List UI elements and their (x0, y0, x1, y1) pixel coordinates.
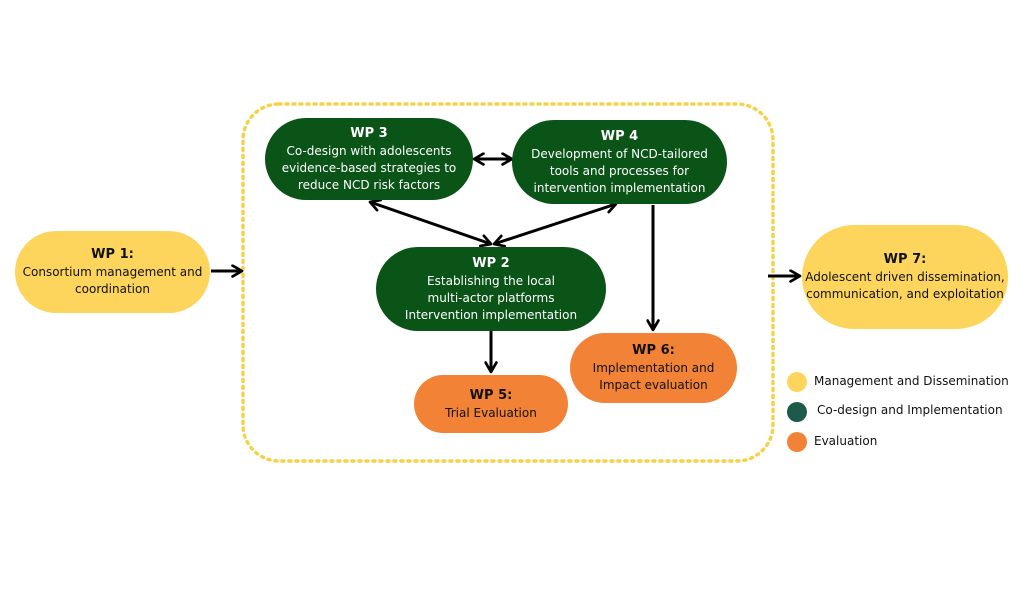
wp2-title: WP 2 (472, 255, 510, 271)
wp1-title: WP 1: (91, 247, 134, 262)
legend-dot-evaluation (787, 432, 807, 452)
legend-dot-management (787, 372, 807, 392)
legend-label-codesign: Co-design and Implementation (817, 403, 1003, 417)
wp5-title: WP 5: (469, 387, 513, 403)
wp5-node: WP 5: Trial Evaluation (414, 375, 568, 433)
wp4-description: Development of NCD-tailored tools and pr… (531, 146, 708, 195)
wp6-description: Implementation and Impact evaluation (592, 361, 715, 392)
wp2-description: Establishing the local multi-actor platf… (404, 273, 578, 322)
legend-dot-codesign (787, 402, 807, 422)
wp2-node: WP 2 Establishing the local multi-actor … (376, 247, 606, 331)
wp4-title: WP 4 (600, 128, 639, 144)
wp6-node: WP 6: Implementation and Impact evaluati… (570, 333, 737, 403)
wp4-node: WP 4 Development of NCD-tailored tools a… (512, 120, 727, 204)
wp7-node: WP 7: Adolescent driven dissemination, c… (802, 225, 1008, 329)
arrow-wp4-wp2 (492, 200, 618, 248)
wp1-node: WP 1: Consortium management and coordina… (15, 231, 210, 313)
wp3-node: WP 3 Co-design with adolescents evidence… (265, 118, 473, 200)
legend-label-evaluation: Evaluation (814, 434, 878, 448)
wp3-title: WP 3 (350, 125, 388, 141)
project-boundary (241, 102, 775, 463)
wp7-title: WP 7: (883, 252, 927, 267)
wp1-description: Consortium management and coordination (22, 265, 203, 296)
legend-label-management: Management and Dissemination (814, 374, 1009, 388)
wp5-description: Trial Evaluation (445, 405, 537, 420)
wp7-description: Adolescent driven dissemination, communi… (805, 270, 1005, 301)
arrow-wp3-wp2 (368, 198, 493, 248)
wp3-description: Co-design with adolescents evidence-base… (281, 143, 457, 192)
wp6-title: WP 6: (632, 343, 675, 358)
